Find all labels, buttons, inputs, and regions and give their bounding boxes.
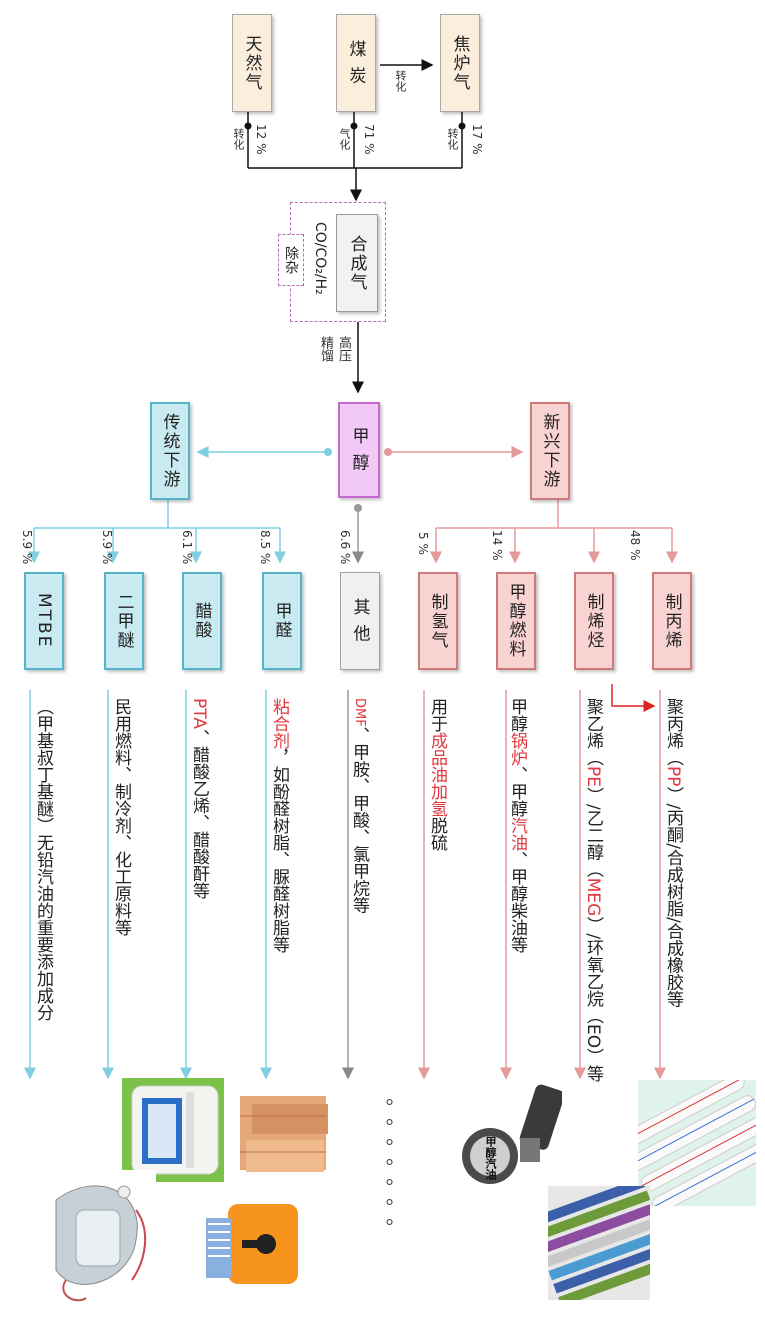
- coke-gas-process-label: 转化: [446, 128, 459, 150]
- plywood-image: [232, 1086, 336, 1180]
- mtbe-pct: 5.9 %: [20, 530, 34, 565]
- hoses-image: [529, 1177, 675, 1307]
- natural-gas-box: 天然气: [232, 14, 272, 112]
- olefin-desc-red: PE: [583, 766, 603, 787]
- traditional-downstream-box: 传统下游: [150, 402, 190, 500]
- impurity-removal-chip: 除杂: [278, 234, 304, 286]
- methanol-fuel-box: 甲醇燃料: [496, 572, 536, 670]
- methanol-fuel-desc-c: 、甲醇柴油等: [507, 851, 527, 953]
- dme-desc: 民用燃料、制冷剂、化工原料等: [111, 698, 131, 936]
- formaldehyde-pct: 8.5 %: [258, 530, 272, 565]
- dme-desc-text: 民用燃料、制冷剂、化工原料等: [111, 698, 131, 936]
- acetic-acid-pct: 6.1 %: [180, 530, 194, 565]
- olefin-box: 制烯烃: [574, 572, 614, 670]
- conversion-label: 转化: [394, 70, 407, 92]
- methanol-gasoline-image: 甲醇汽油: [442, 1084, 565, 1188]
- methanol-fuel-pct: 14 %: [490, 530, 504, 561]
- other-box: 其 他: [340, 572, 380, 670]
- methanol-fuel-desc-a: 甲醇: [507, 698, 527, 732]
- coke-gas-pct: 17 %: [470, 124, 484, 155]
- syngas-formula: CO/CO₂/H₂: [312, 222, 328, 295]
- emerging-downstream-box: 新兴下游: [530, 402, 570, 500]
- other-desc-text: 、甲胺、甲酸、氯甲烷等: [349, 726, 369, 914]
- mtbe-desc: （甲基叔丁基醚）无铅汽油的重要添加成分: [33, 698, 53, 1021]
- olefin-desc-red2: MEG: [583, 877, 603, 917]
- formaldehyde-box: 甲醛: [262, 572, 302, 670]
- other-pct: 6.6 %: [338, 530, 352, 565]
- coal-process-label: 气化: [338, 128, 351, 150]
- formaldehyde-desc: 粘合剂，如酚醛树脂、脲醛树脂等: [269, 698, 289, 953]
- methanol-fuel-desc-b: 、甲醇: [507, 766, 527, 817]
- olefin-desc-a: 聚乙烯（: [583, 698, 603, 766]
- acetic-acid-desc: PTA、醋酸乙烯、醋酸酐等: [189, 698, 209, 899]
- hydrogen-desc-b: 脱硫: [427, 817, 447, 851]
- syngas-box: 合成气: [336, 214, 378, 312]
- water-heater-image: [36, 1170, 156, 1310]
- hydrogen-desc-red: 成品油加氢: [427, 732, 447, 817]
- dme-box: 二甲醚: [104, 572, 144, 670]
- ellipsis-dots: 。。。。。。。: [370, 1098, 394, 1248]
- pp-pipes-image: [618, 1074, 765, 1213]
- other-desc-red: DMF: [352, 698, 367, 727]
- mtbe-desc-text: （甲基叔丁基醚）无铅汽油的重要添加成分: [33, 698, 53, 1021]
- syngas-process-1: 高压: [336, 336, 351, 362]
- mtbe-box: MTBE: [24, 572, 64, 670]
- propylene-desc: 聚丙烯（PP）/丙酮/合成树脂/合成橡胶等: [663, 698, 683, 1008]
- propylene-box: 制丙烯: [652, 572, 692, 670]
- olefin-desc-b: ）/乙二醇（: [583, 787, 603, 878]
- hydrogen-pct: 5 %: [416, 532, 430, 555]
- propylene-desc-b: ）/丙酮/合成树脂/合成橡胶等: [663, 786, 683, 1008]
- olefin-desc-c: ）/环氧乙烷（EO）等: [583, 916, 603, 1083]
- dme-pct: 5.9 %: [100, 530, 114, 565]
- gas-stove-image: [202, 1198, 306, 1290]
- acetic-acid-desc-red: PTA: [189, 698, 209, 729]
- acetic-acid-desc-text: 、醋酸乙烯、醋酸酐等: [189, 728, 209, 899]
- hydrogen-box: 制氢气: [418, 572, 458, 670]
- natural-gas-pct: 12 %: [254, 124, 268, 155]
- propylene-pct: 48 %: [628, 530, 642, 561]
- other-desc: DMF、甲胺、甲酸、氯甲烷等: [349, 698, 369, 914]
- methanol-box: 甲 醇: [338, 402, 380, 498]
- coal-box: 煤 炭: [336, 14, 376, 112]
- coal-pct: 71 %: [362, 124, 376, 155]
- acetic-acid-box: 醋酸: [182, 572, 222, 670]
- syngas-process-2: 精馏: [318, 336, 333, 362]
- methanol-gasoline-label: 甲醇汽油: [484, 1136, 497, 1180]
- propylene-desc-red: PP: [663, 766, 683, 787]
- methanol-fuel-desc-red2: 汽油: [507, 817, 527, 851]
- formaldehyde-desc-text: ，如酚醛树脂、脲醛树脂等: [269, 749, 289, 953]
- olefin-desc: 聚乙烯（PE）/乙二醇（MEG）/环氧乙烷（EO）等: [583, 698, 603, 1083]
- propylene-desc-a: 聚丙烯（: [663, 698, 683, 766]
- glue-bucket-image: [122, 1078, 224, 1182]
- hydrogen-desc: 用于成品油加氢脱硫: [427, 698, 447, 851]
- coke-oven-gas-box: 焦炉气: [440, 14, 480, 112]
- methanol-fuel-desc: 甲醇锅炉、甲醇汽油、甲醇柴油等: [507, 698, 527, 953]
- methanol-fuel-desc-red: 锅炉: [507, 732, 527, 766]
- hydrogen-desc-a: 用于: [427, 698, 447, 732]
- formaldehyde-desc-red: 粘合剂: [269, 698, 289, 749]
- natural-gas-process-label: 转化: [232, 128, 245, 150]
